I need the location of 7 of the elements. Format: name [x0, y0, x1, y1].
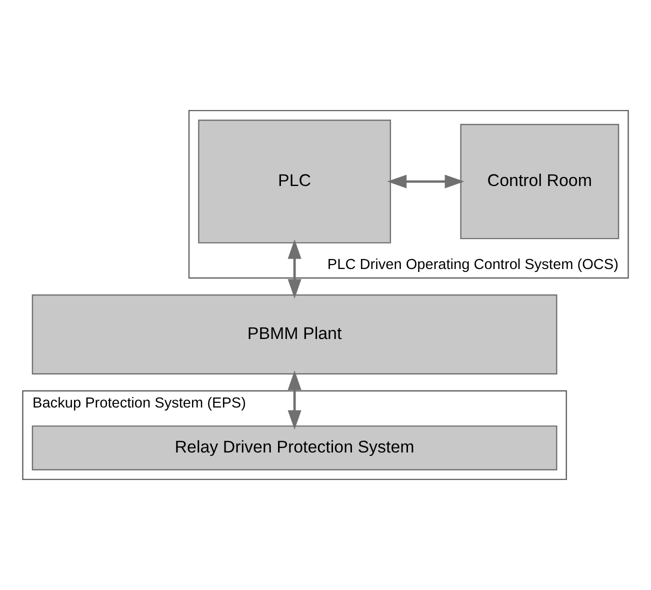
node-box: PLC	[198, 120, 392, 244]
arrow	[387, 174, 464, 188]
node-box: Relay Driven Protection System	[32, 425, 558, 470]
node-box: Control Room	[460, 124, 620, 240]
arrow	[288, 370, 302, 430]
node-box: PBMM Plant	[32, 294, 558, 374]
arrow	[288, 239, 302, 299]
